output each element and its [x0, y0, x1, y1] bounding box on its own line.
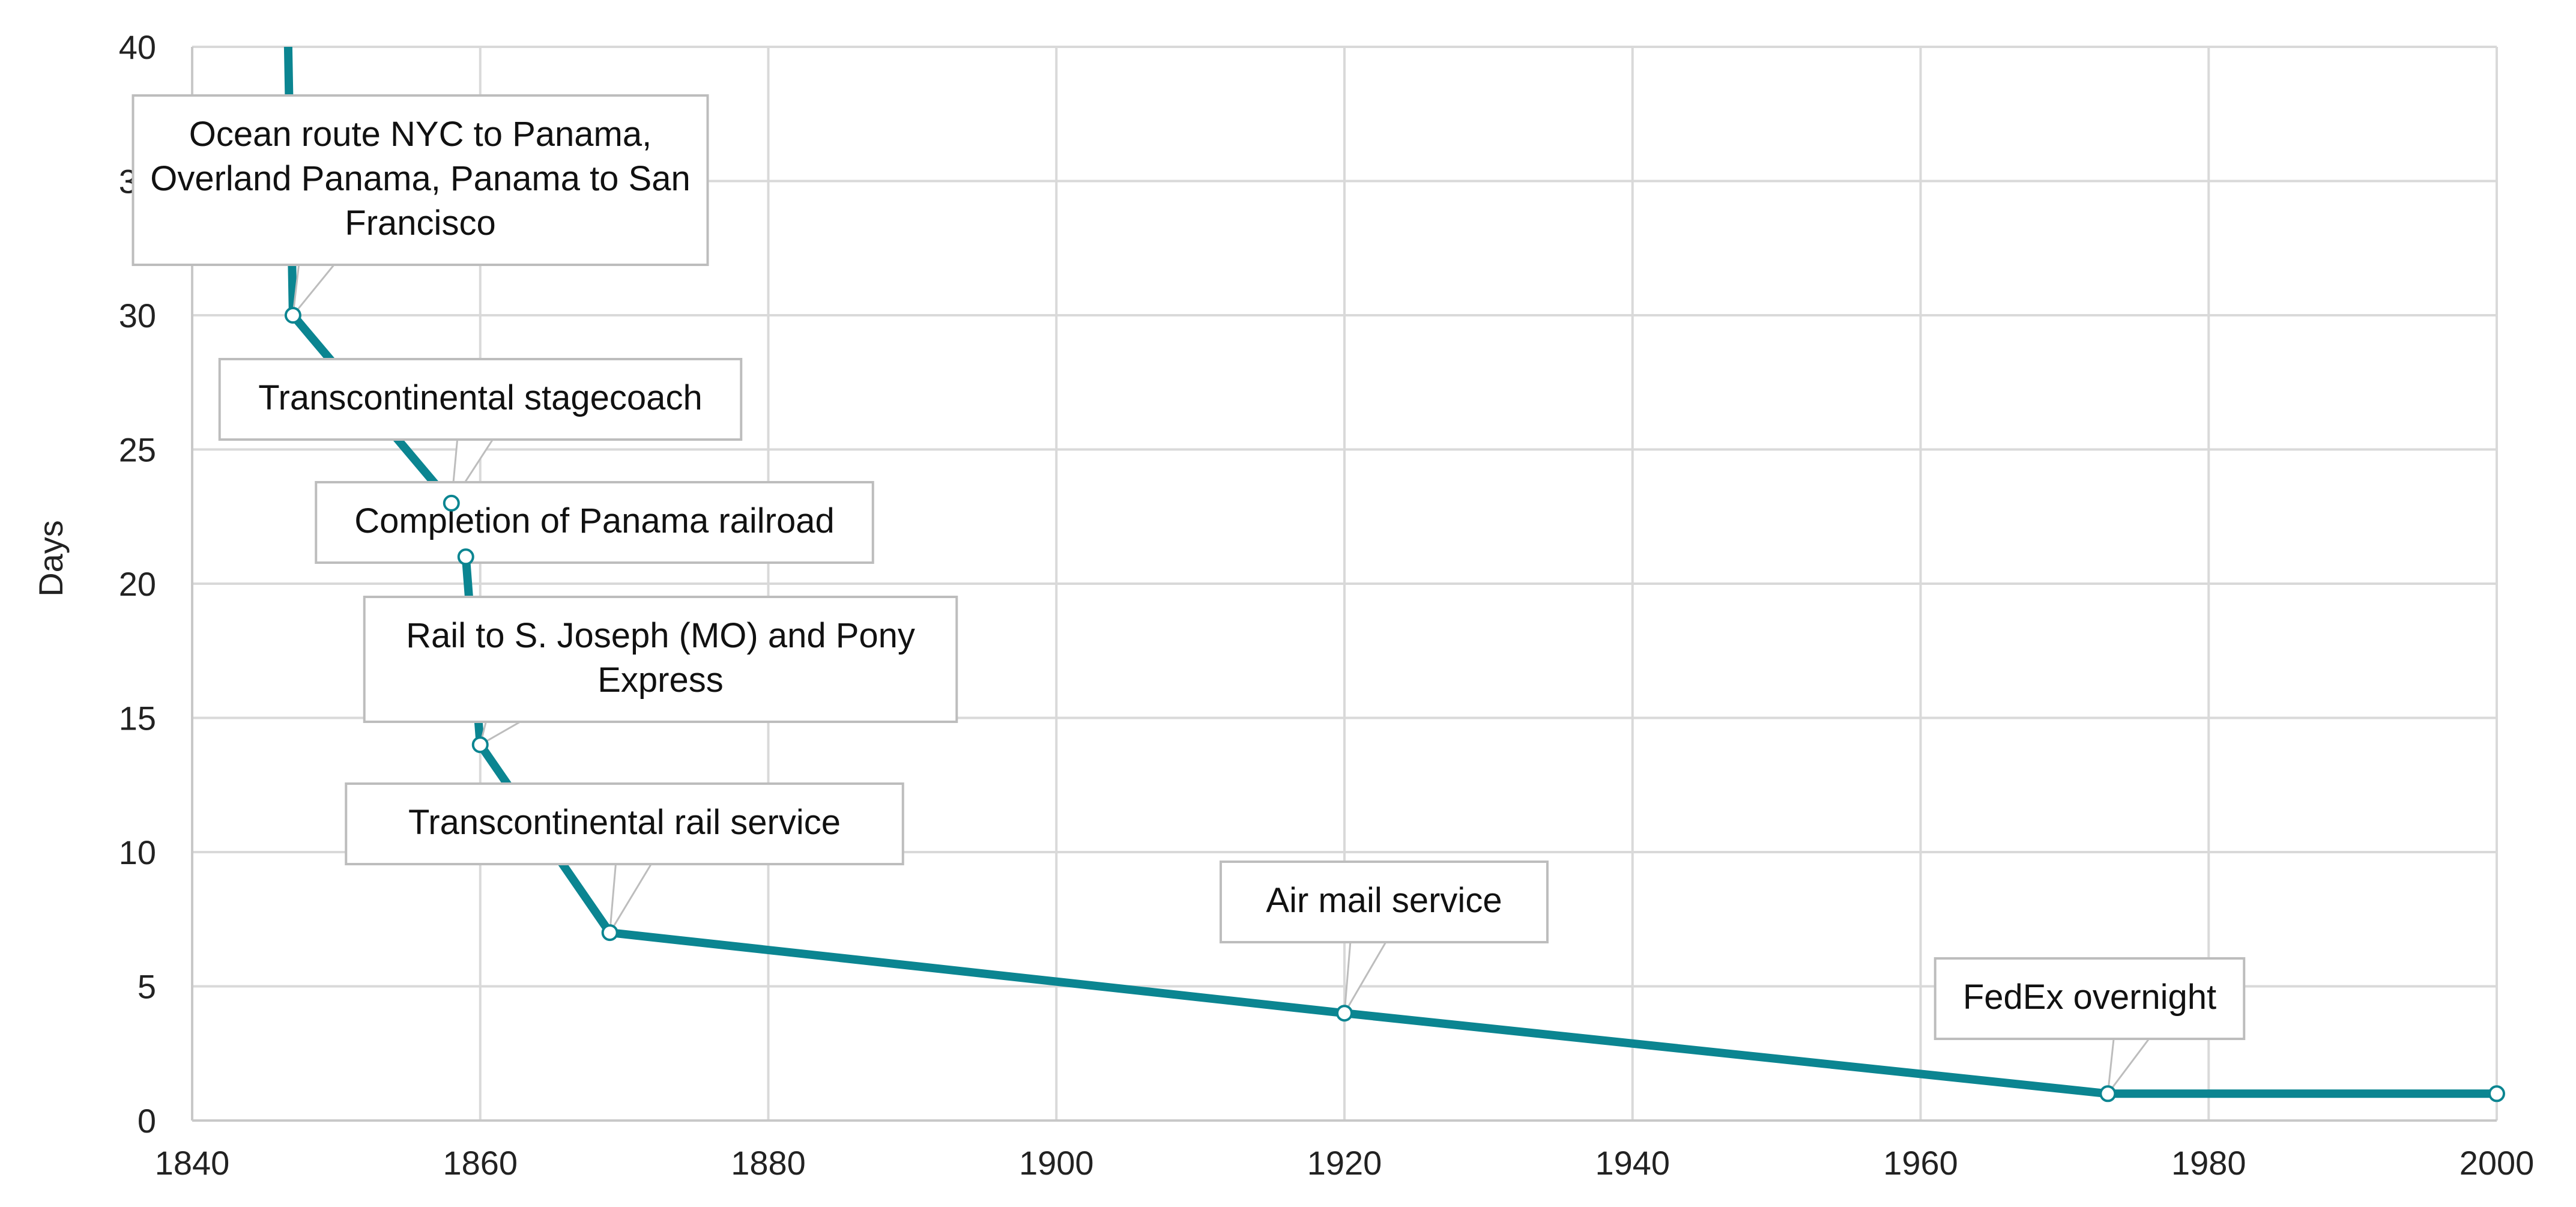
x-tick-label: 1880 — [731, 1144, 806, 1182]
y-tick-label: 5 — [138, 968, 156, 1006]
x-tick-label: 1940 — [1595, 1144, 1670, 1182]
annotation-line: Francisco — [345, 204, 495, 243]
data-points — [284, 307, 2505, 1103]
annotation-box — [1934, 957, 2246, 1040]
data-point — [601, 924, 618, 942]
annotation-box — [1220, 861, 1549, 943]
annotation-label: Ocean route NYC to Panama, Overland Panam… — [150, 115, 691, 243]
annotation-line: Transcontinental rail service — [408, 803, 841, 842]
data-point — [443, 494, 460, 512]
x-tick-label: 2000 — [2460, 1144, 2535, 1182]
annotation-box — [218, 358, 743, 441]
data-point — [2488, 1085, 2505, 1103]
annotation-line: Air mail service — [1266, 881, 1502, 920]
x-tick-label: 1860 — [443, 1144, 518, 1182]
annotation-line: Transcontinental stagecoach — [258, 378, 702, 417]
annotation-label: FedEx overnight — [1963, 978, 2216, 1017]
x-tick-label: 1980 — [2171, 1144, 2246, 1182]
x-tick-label: 1900 — [1019, 1144, 1094, 1182]
y-tick-label: 25 — [119, 431, 156, 469]
annotation-label: Transcontinental stagecoach — [258, 378, 702, 417]
data-point — [1336, 1005, 1353, 1022]
annotation-label: Transcontinental rail service — [408, 803, 841, 842]
y-tick-label: 40 — [119, 28, 156, 66]
x-tick-label: 1960 — [1883, 1144, 1958, 1182]
y-tick-label: 20 — [119, 565, 156, 603]
annotation-line: Express — [597, 661, 724, 700]
x-tick-label: 1920 — [1307, 1144, 1382, 1182]
data-point — [471, 736, 489, 754]
y-tick-label: 15 — [119, 700, 156, 737]
annotation-box — [345, 782, 904, 865]
annotations: Ocean route NYC to Panama, Overland Panam… — [132, 94, 2246, 1097]
annotation-line: Overland Panama, Panama to San — [150, 159, 691, 198]
annotation-line: Ocean route NYC to Panama, — [189, 115, 652, 154]
data-point — [284, 307, 301, 324]
annotation-box — [315, 481, 874, 564]
tick-labels: 1840 1860 1880 1900 1920 1940 1960 1980 2000 0 5 10… — [119, 28, 2535, 1182]
annotation-box — [132, 94, 709, 266]
y-tick-label: 30 — [119, 297, 156, 334]
y-tick-label: 10 — [119, 833, 156, 871]
annotation-box — [363, 596, 958, 723]
annotation-label: Air mail service — [1266, 881, 1502, 920]
annotation-line: FedEx overnight — [1963, 978, 2216, 1017]
annotation-label: Completion of Panama railroad — [354, 501, 835, 540]
data-point — [2099, 1085, 2117, 1103]
annotation-line: Rail to S. Joseph (MO) and Pony — [406, 616, 915, 655]
y-axis-title: Days — [32, 520, 70, 597]
x-tick-label: 1840 — [155, 1144, 230, 1182]
y-tick-label: 0 — [138, 1102, 156, 1140]
data-point — [457, 548, 474, 566]
annotation-line: Completion of Panama railroad — [354, 501, 835, 540]
